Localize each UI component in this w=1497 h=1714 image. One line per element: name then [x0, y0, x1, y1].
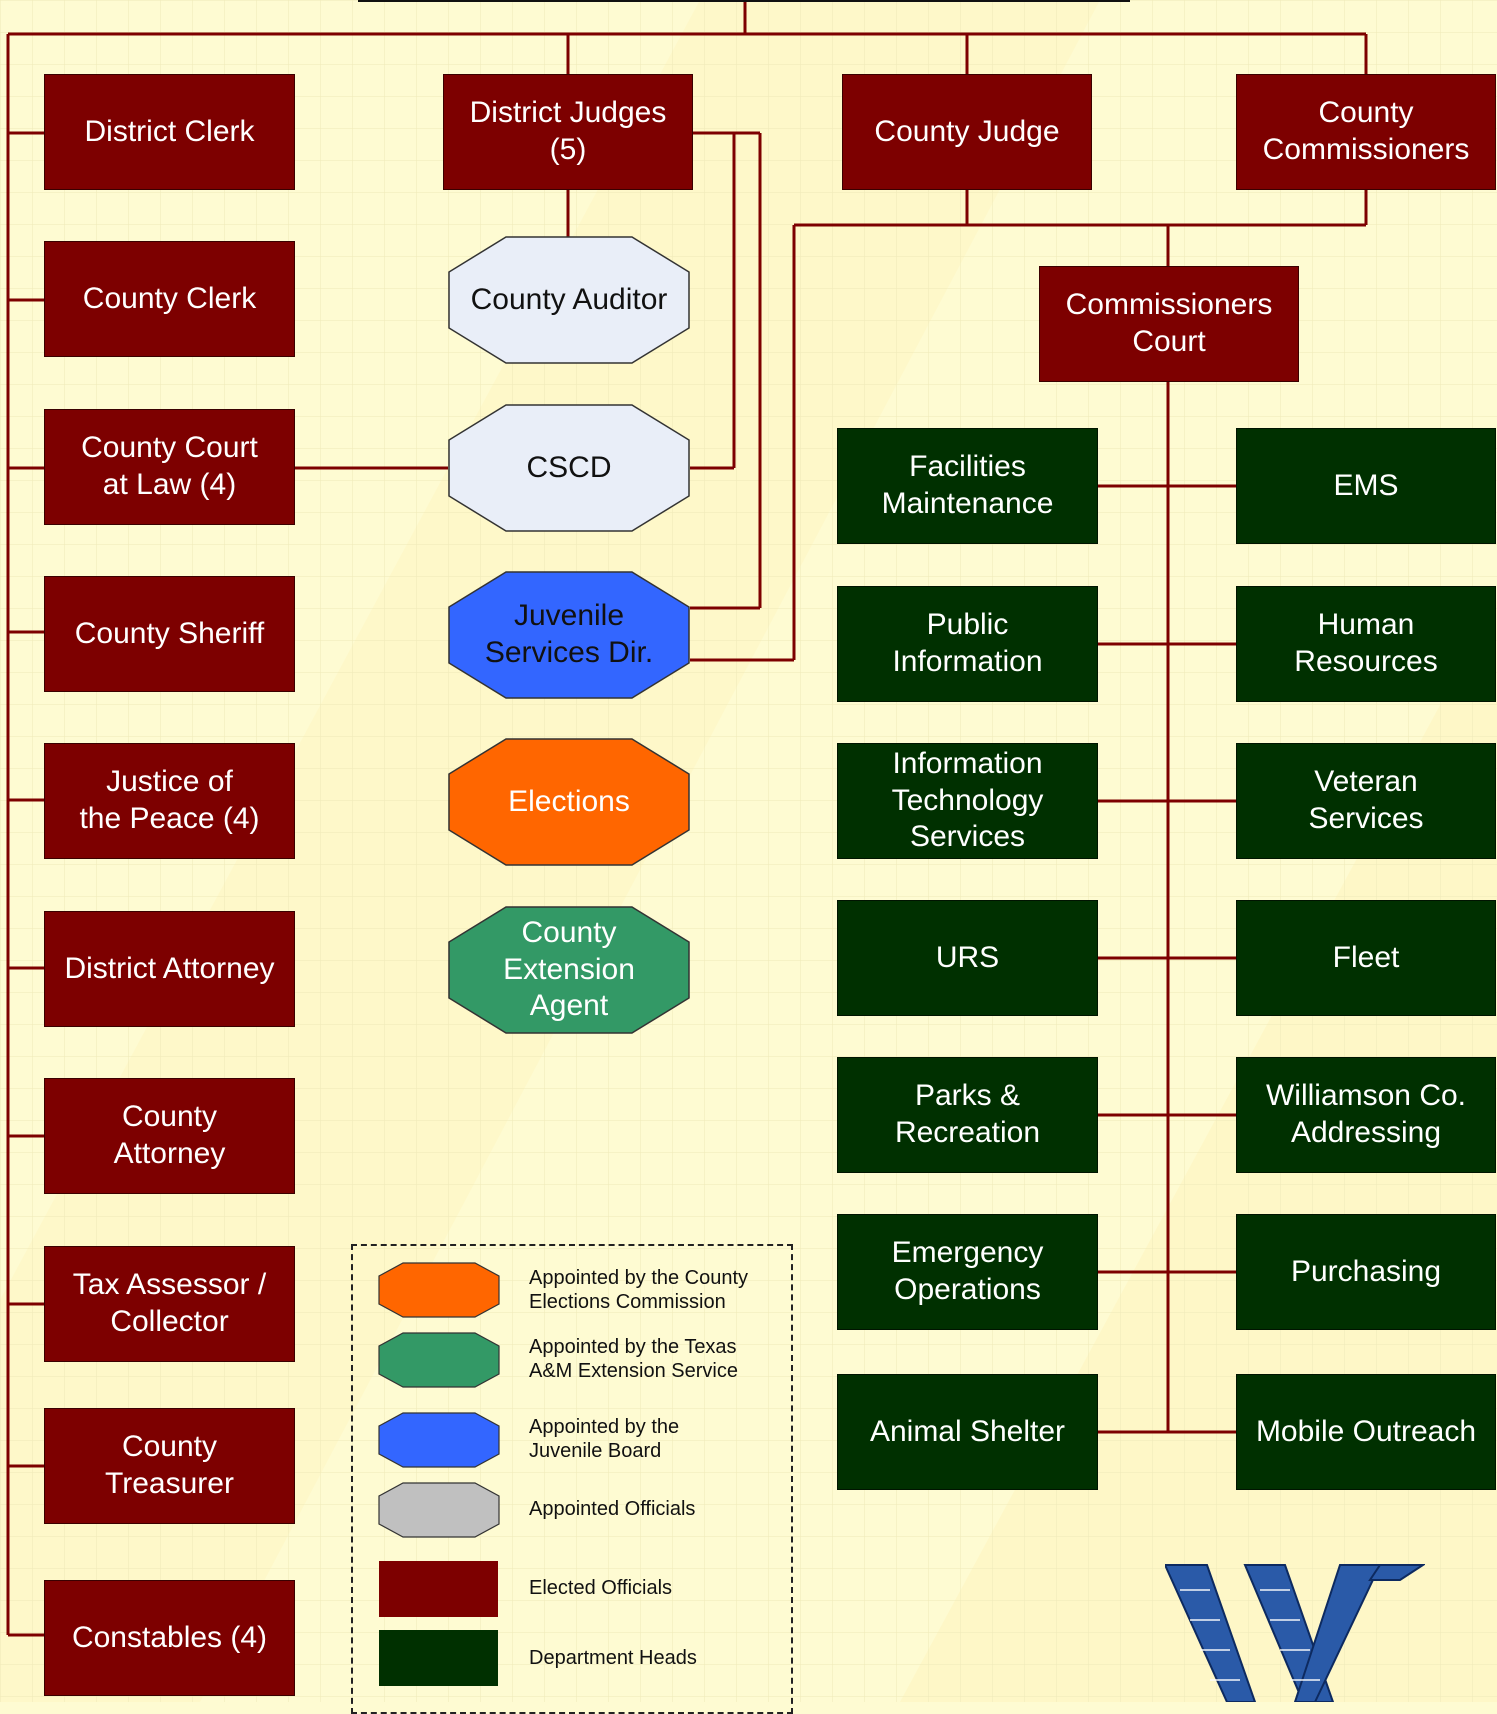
cscd-label: CSCD [526, 450, 612, 484]
octagon-shape [448, 738, 690, 866]
legend-juvenile-swatch [378, 1412, 500, 1468]
elections-label: Elections [508, 784, 630, 818]
top-header-box [358, 0, 1130, 2]
district-attorney-box: District Attorney [44, 911, 295, 1027]
williamson-addressing-box: Williamson Co. Addressing [1236, 1057, 1496, 1173]
legend-elected-officials-label: Elected Officials [529, 1577, 673, 1599]
county-commissioners-box: County Commissioners [1236, 74, 1496, 190]
legend-texas-am-label: Appointed by the Texas A&M Extension Ser… [529, 1336, 738, 1382]
legend-department-heads-label: Department Heads [529, 1647, 697, 1669]
county-clerk-box: County Clerk [44, 241, 295, 357]
octagon-shape [448, 236, 690, 364]
urs-box: URS [837, 900, 1098, 1016]
mobile-outreach-box: Mobile Outreach [1236, 1374, 1496, 1490]
human-resources-box: Human Resources [1236, 586, 1496, 702]
elections-octagon: Elections [448, 738, 690, 866]
facilities-maintenance-box: Facilities Maintenance [837, 428, 1098, 544]
legend-appointed-officials-label: Appointed Officials [529, 1498, 696, 1520]
octagon-shape [448, 906, 690, 1034]
legend-elections-label: Appointed by the County Elections Commis… [529, 1267, 749, 1313]
parks-recreation-box: Parks & Recreation [837, 1057, 1098, 1173]
fleet-box: Fleet [1236, 900, 1496, 1016]
juvenile-services-label: Juvenile Services Dir. [484, 599, 654, 669]
tax-assessor-box: Tax Assessor / Collector [44, 1246, 295, 1362]
octagon-shape [448, 404, 690, 532]
williamson-logo [1165, 1564, 1425, 1702]
constables-box: Constables (4) [44, 1580, 295, 1696]
county-sheriff-box: County Sheriff [44, 576, 295, 692]
legend-extension-swatch [378, 1332, 500, 1388]
justice-of-the-peace-box: Justice of the Peace (4) [44, 743, 295, 859]
emergency-operations-box: Emergency Operations [837, 1214, 1098, 1330]
juvenile-services-octagon: Juvenile Services Dir. [448, 571, 690, 699]
purchasing-box: Purchasing [1236, 1214, 1496, 1330]
county-extension-agent-octagon: County Extension Agent [448, 906, 690, 1034]
legend-appointed-swatch [378, 1482, 500, 1538]
legend-elected-swatch [379, 1561, 498, 1617]
animal-shelter-box: Animal Shelter [837, 1374, 1098, 1490]
veteran-services-box: Veteran Services [1236, 743, 1496, 859]
legend-elections-swatch [378, 1262, 500, 1318]
legend-department-swatch [379, 1630, 498, 1686]
district-clerk-box: District Clerk [44, 74, 295, 190]
legend-swatches [378, 1262, 500, 1686]
octagon-shape [448, 571, 690, 699]
public-information-box: Public Information [837, 586, 1098, 702]
cscd-octagon: CSCD [448, 404, 690, 532]
district-judges-box: District Judges (5) [443, 74, 693, 190]
county-extension-agent-label: County Extension Agent [503, 916, 635, 1023]
county-attorney-box: County Attorney [44, 1078, 295, 1194]
county-treasurer-box: County Treasurer [44, 1408, 295, 1524]
county-court-at-law-box: County Court at Law (4) [44, 409, 295, 525]
information-technology-box: Information Technology Services [837, 743, 1098, 859]
ems-box: EMS [1236, 428, 1496, 544]
county-judge-box: County Judge [842, 74, 1092, 190]
legend-juvenile-board-label: Appointed by the Juvenile Board [529, 1416, 680, 1462]
commissioners-court-box: Commissioners Court [1039, 266, 1299, 382]
county-auditor-octagon: County Auditor [448, 236, 690, 364]
county-auditor-label: County Auditor [470, 282, 668, 316]
